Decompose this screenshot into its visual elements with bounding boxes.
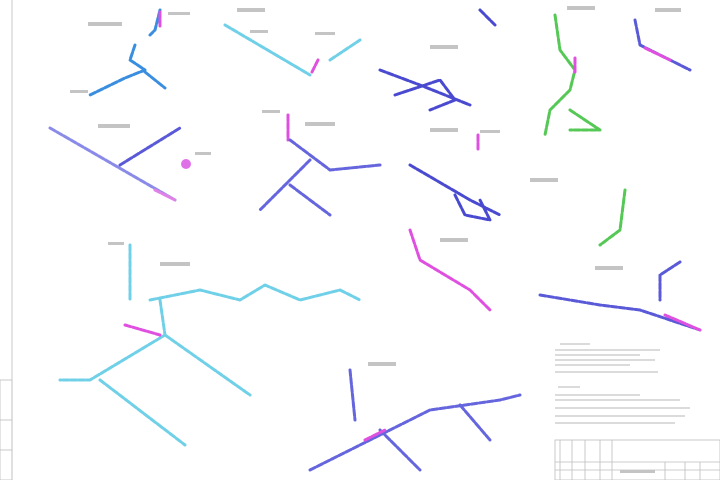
pipe-riser — [310, 58, 320, 74]
scheme-9 — [408, 228, 492, 312]
pipe-branch — [258, 158, 312, 212]
pipe-main — [408, 163, 502, 217]
pipe-riser — [478, 8, 497, 27]
pipe-branch — [143, 70, 167, 90]
scheme-6 — [543, 6, 602, 137]
scheme-1 — [70, 8, 190, 97]
scheme-2 — [223, 8, 362, 77]
pipe-riser — [153, 188, 177, 202]
pipe-main — [288, 138, 382, 172]
pipe-riser — [148, 8, 162, 37]
pipe-main — [223, 23, 312, 77]
scheme-7 — [633, 8, 692, 72]
pipe-main — [48, 126, 177, 202]
pipe-main — [308, 393, 522, 472]
pipe-riser-2 — [363, 428, 387, 442]
pipe-branch — [58, 298, 167, 382]
pipe-riser — [643, 46, 672, 62]
pipe-branch — [118, 126, 182, 167]
general-notes — [555, 343, 690, 424]
pipe-main — [148, 283, 362, 302]
pipe-main — [378, 68, 472, 107]
scheme-10 — [595, 188, 627, 270]
scheme-4 — [258, 110, 382, 217]
scheme-8 — [408, 128, 558, 222]
sheet-frame — [0, 0, 13, 480]
pipe-main — [543, 13, 577, 137]
pipe-branch-2 — [458, 403, 492, 442]
pipe-branch — [328, 38, 362, 62]
pipe-branch — [393, 78, 457, 112]
pipe-main — [633, 18, 692, 72]
pipe-riser-2 — [663, 313, 702, 332]
pipe-main — [408, 228, 492, 312]
pipe-main — [598, 188, 627, 247]
title-block — [554, 439, 720, 480]
pipe-riser — [348, 368, 357, 422]
pipe-branch — [568, 108, 602, 132]
pipe-main — [88, 43, 147, 97]
pipe-branch-3 — [98, 378, 187, 447]
pipe-branch — [378, 428, 422, 472]
pipe-branch-2 — [163, 333, 252, 397]
pipe-riser-2 — [123, 323, 162, 337]
scheme-5 — [378, 8, 500, 152]
pipe-riser — [658, 260, 682, 302]
scheme-11 — [538, 260, 702, 332]
scheme-3 — [48, 124, 211, 202]
pipe-main — [538, 293, 702, 332]
pipe-branch — [453, 193, 492, 222]
scheme-12 — [58, 242, 362, 447]
pipe-branch-2 — [288, 183, 332, 217]
scheme-13 — [308, 362, 522, 472]
